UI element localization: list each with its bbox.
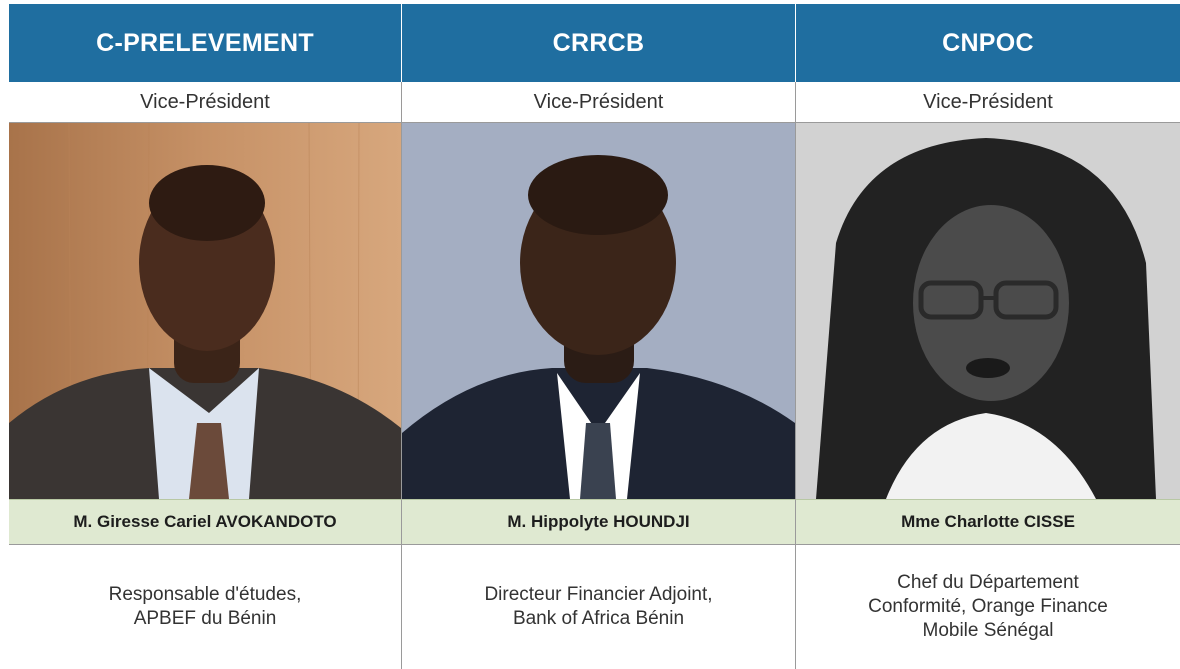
portrait-houndji-image	[402, 123, 795, 499]
desc-cisse: Chef du Département Conformité, Orange F…	[796, 545, 1180, 669]
portrait-cisse-image	[796, 123, 1180, 499]
desc-line: Bank of Africa Bénin	[512, 608, 685, 629]
header-c-prelevement: C-PRELEVEMENT	[9, 4, 402, 82]
portrait-avokandoto-image	[9, 123, 401, 499]
name-cisse: Mme Charlotte CISSE	[796, 499, 1180, 545]
name-avokandoto: M. Giresse Cariel AVOKANDOTO	[9, 499, 402, 545]
role-cnpoc: Vice-Président	[796, 82, 1180, 123]
portrait-houndji	[402, 123, 796, 499]
desc-line: Conformité, Orange Finance	[868, 596, 1108, 617]
role-crrcb: Vice-Président	[402, 82, 796, 123]
portrait-cisse	[796, 123, 1180, 499]
header-crrcb: CRRCB	[402, 4, 796, 82]
portrait-avokandoto	[9, 123, 402, 499]
header-cnpoc: CNPOC	[796, 4, 1180, 82]
vice-presidents-table: C-PRELEVEMENT CRRCB CNPOC Vice-Président…	[9, 4, 1180, 669]
role-c-prelevement: Vice-Président	[9, 82, 402, 123]
desc-line: Mobile Sénégal	[922, 620, 1054, 641]
desc-avokandoto: Responsable d'études, APBEF du Bénin	[9, 545, 402, 669]
desc-line: Chef du Département	[897, 572, 1079, 593]
desc-line: Responsable d'études,	[108, 584, 302, 605]
desc-houndji: Directeur Financier Adjoint, Bank of Afr…	[402, 545, 796, 669]
desc-line: APBEF du Bénin	[133, 608, 277, 629]
desc-line: Directeur Financier Adjoint,	[484, 584, 713, 605]
name-houndji: M. Hippolyte HOUNDJI	[402, 499, 796, 545]
